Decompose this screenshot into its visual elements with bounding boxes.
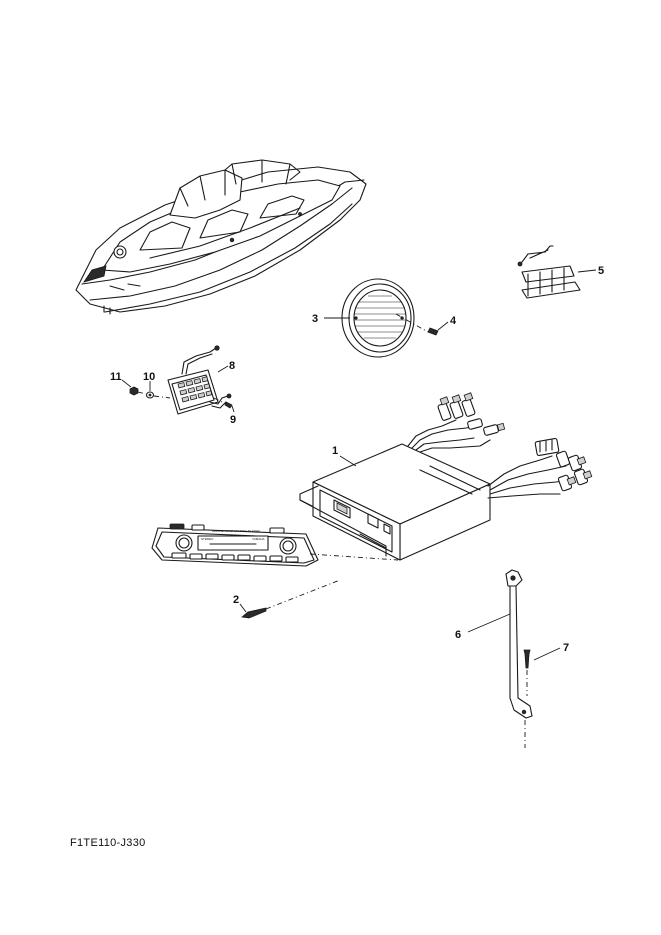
part-7-screw	[523, 647, 561, 696]
part-9-screw	[213, 397, 235, 413]
stereo-faceplate: MARINE COMPACT DISC PLAYER STEREO YAMAHA	[151, 523, 399, 567]
callout-2: 2	[233, 594, 239, 606]
part-2-screw	[239, 579, 341, 619]
part-11-nut	[121, 379, 147, 396]
callout-3: 3	[312, 313, 318, 325]
callout-6: 6	[455, 629, 461, 641]
faceplate-display-text: STEREO	[201, 537, 214, 541]
callout-11: 11	[110, 371, 122, 383]
callout-9: 9	[230, 414, 236, 426]
callout-7: 7	[563, 642, 569, 654]
part-6-bracket	[467, 569, 533, 748]
callout-8: 8	[229, 360, 235, 372]
part-5-wire-connector	[517, 245, 597, 299]
faceplate-brand-text: YAMAHA	[252, 537, 264, 541]
callout-10: 10	[143, 371, 155, 383]
callout-1: 1	[332, 445, 338, 457]
diagram-part-code: F1TE110-J330	[70, 837, 146, 849]
part-4-screw	[395, 313, 449, 336]
part-1-stereo-head-unit	[299, 392, 593, 561]
boat-illustration	[75, 159, 367, 315]
part-3-speaker-grille	[324, 278, 415, 358]
part-10-washer	[145, 381, 171, 399]
part-8-remote-panel	[167, 345, 232, 415]
callout-5: 5	[598, 265, 604, 277]
faceplate-top-text: MARINE COMPACT DISC PLAYER	[212, 529, 261, 533]
callout-4: 4	[450, 315, 457, 327]
